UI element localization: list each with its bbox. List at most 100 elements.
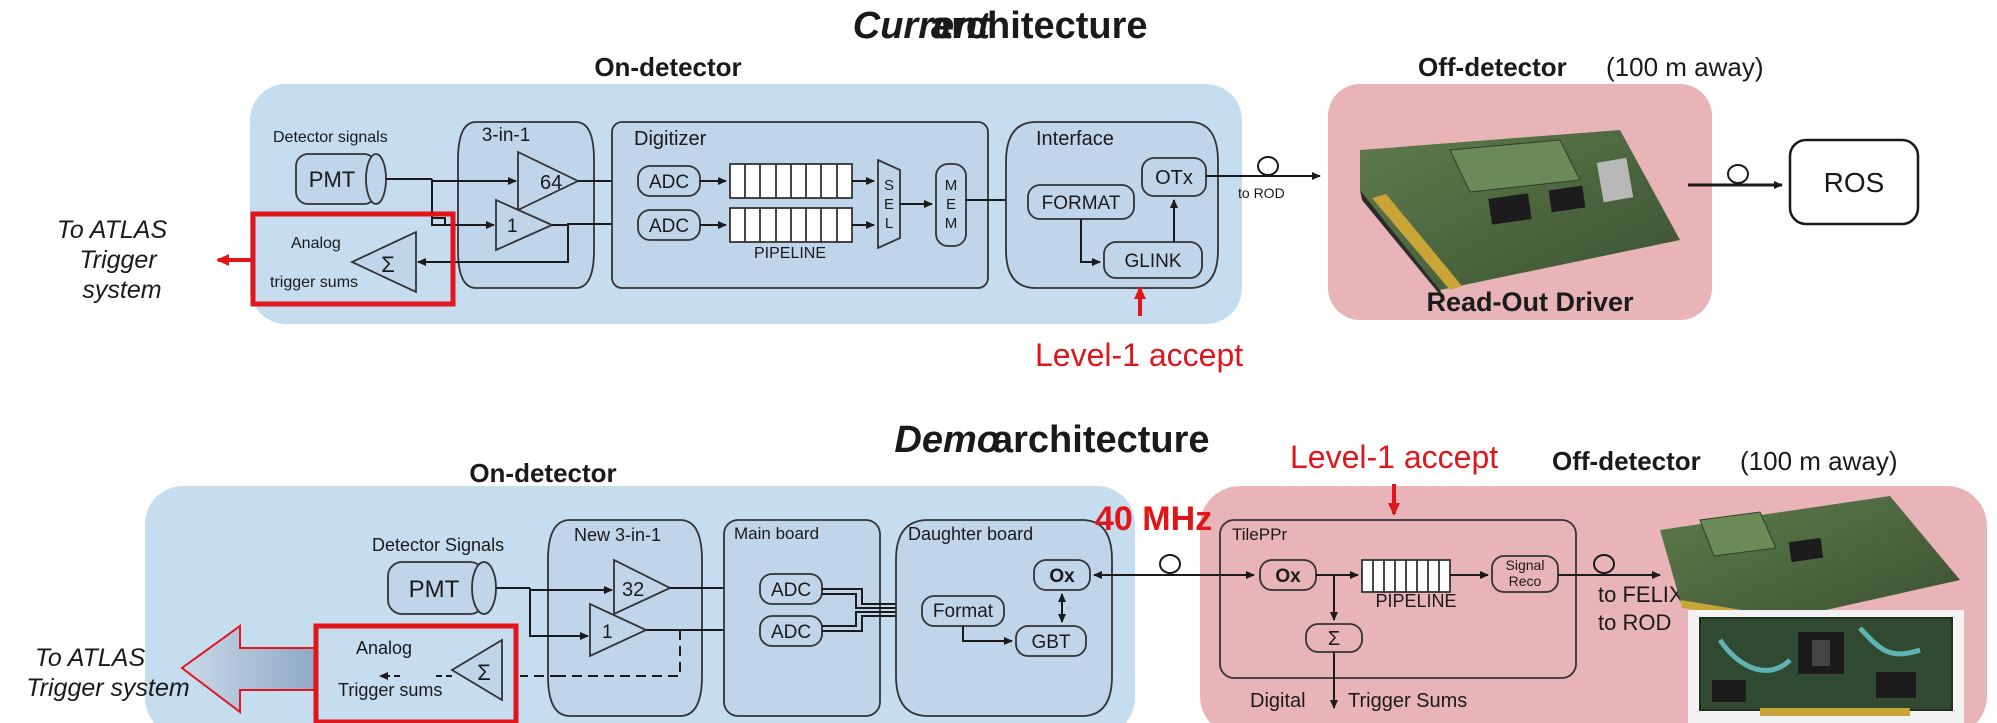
demo-main-board-label: Main board [734,524,819,543]
demo-trigger-sums-label: Trigger sums [338,680,442,700]
demo-signal-reco-label: Signal Reco [1506,557,1545,589]
demo-three-in-one-label: New 3-in-1 [574,525,661,545]
demo-pmt: PMT [387,561,497,615]
demo-to-felix-label: to FELIX [1598,582,1684,607]
svg-text:PMT: PMT [309,167,355,192]
demo-fiber-icon-1 [1159,554,1181,574]
current-pmt: PMT [295,153,387,205]
current-mem-label: M E M [945,177,958,232]
demo-trigger-sums-digital-label: Trigger Sums [1348,690,1467,712]
current-digitizer-label: Digitizer [634,128,707,150]
demo-on-detector-label: On-detector [469,458,616,488]
current-sigma: Σ [381,252,395,277]
demo-off-detector-note: (100 m away) [1740,446,1898,476]
current-sel-mux [877,158,901,250]
demo-adc-2-label: ADC [771,622,811,643]
demo-adc-1-label: ADC [771,580,811,601]
current-ros-box [1788,138,1920,226]
current-to-atlas-label: To ATLAS Trigger system [57,216,168,304]
current-detector-signals-label: Detector signals [273,129,388,146]
demo-ox-box [1033,559,1091,591]
current-amp-64 [517,150,581,212]
svg-text:To ATLAS: To ATLAS [57,216,168,244]
current-interface-label: Interface [1036,128,1114,150]
svg-text:M: M [945,177,958,194]
svg-text:M: M [945,215,958,232]
current-pipeline-2 [729,207,853,243]
demo-amp-32 [613,558,673,616]
demo-to-atlas-label: To ATLAS Trigger system [26,644,189,702]
current-sel-label: S E L [884,177,894,232]
current-rod-label: Read-Out Driver [1426,287,1634,317]
current-amp-64-label: 64 [540,172,562,194]
demo-digital-label: Digital [1250,690,1306,712]
current-adc-2-label: ADC [649,216,689,237]
current-off-detector-note: (100 m away) [1606,52,1764,82]
current-to-rod-label: to ROD [1238,185,1285,201]
demo-felix-board-image [1688,610,1964,723]
demo-gbt-label: GBT [1031,632,1070,653]
svg-text:Reco: Reco [1509,573,1542,589]
current-three-in-one-label: 3-in-1 [482,125,531,146]
current-rod-board-image [1360,130,1680,302]
current-title: Current [853,5,992,47]
demo-to-trigger-arrow [180,624,319,715]
current-analog-label: Analog [291,235,341,252]
demo-tileppr-pipeline [1361,559,1451,593]
current-mem-box [935,163,967,247]
current-adc-1-label: ADC [649,172,689,193]
current-trigger-sums-label: trigger sums [270,274,358,291]
demo-fiber-icon-2 [1593,554,1615,574]
demo-ox-label: Ox [1049,566,1075,587]
demo-to-rod-label: to ROD [1598,610,1671,635]
demo-tileppr-label: TilePPr [1232,525,1287,544]
demo-digital-sigma: Σ [1328,628,1340,650]
demo-detector-signals-label: Detector Signals [372,535,504,555]
demo-tileppr-ox-label: Ox [1275,566,1301,587]
demo-sum-amp [450,638,503,702]
current-pipeline-1 [729,163,853,199]
demo-tileppr-box [1219,519,1577,679]
svg-text:E: E [946,196,956,213]
svg-text:S: S [884,177,894,194]
demo-gbt-box [1015,625,1087,657]
current-format-label: FORMAT [1042,193,1121,214]
demo-daughter-board-label: Daughter board [908,524,1033,544]
current-fiber-icon-2 [1727,164,1749,184]
svg-text:Signal: Signal [1506,557,1545,573]
demo-freq-label: 40 MHz [1095,500,1212,538]
current-amp-1 [495,198,555,252]
demo-digital-sum-box [1305,623,1363,653]
svg-text:Trigger system: Trigger system [26,674,189,702]
demo-title-rest: architecture [992,419,1210,461]
current-ros-label: ROS [1824,167,1885,198]
demo-sigma: Σ [477,660,491,685]
demo-analog-label: Analog [356,638,412,658]
demo-amp-1 [589,602,649,658]
demo-level1-label: Level-1 accept [1290,439,1498,475]
current-amp-1-label: 1 [507,216,518,237]
current-sum-amp [349,230,417,294]
svg-text:PMT: PMT [409,576,460,603]
current-fiber-icon-1 [1257,156,1279,176]
demo-amp-32-label: 32 [622,579,644,601]
svg-text:E: E [884,196,894,213]
demo-title: Demo [894,419,1000,461]
current-otx-label: OTx [1155,167,1193,189]
current-digitizer-box [611,121,989,289]
demo-off-detector-label: Off-detector [1552,446,1701,476]
current-pipeline-label: PIPELINE [754,245,826,262]
current-title-rest: architecture [930,5,1148,47]
demo-amp-1-label: 1 [602,622,613,643]
demo-format-label: Format [933,601,994,622]
svg-text:Trigger: Trigger [79,246,158,274]
svg-text:To ATLAS: To ATLAS [35,644,146,672]
demo-tileppr-pipeline-label: PIPELINE [1375,591,1456,611]
current-glink-box [1103,241,1203,279]
current-level1-label: Level-1 accept [1035,337,1243,373]
current-off-detector-label: Off-detector [1418,52,1567,82]
demo-three-in-one-box [547,519,703,717]
svg-text:L: L [885,215,893,232]
current-on-detector-label: On-detector [594,52,741,82]
